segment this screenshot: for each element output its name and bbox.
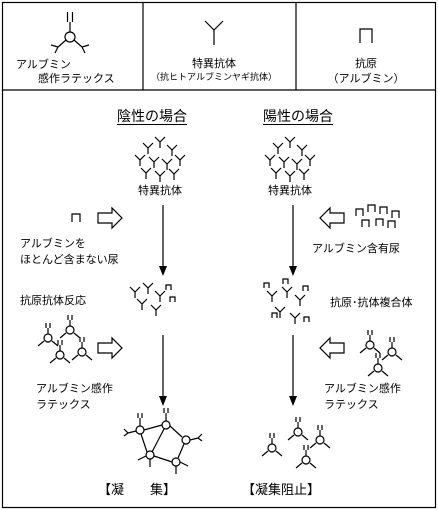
positive-antibody-label: 特異抗体: [268, 184, 312, 197]
positive-complex-label: 抗原･抗体複合体: [330, 296, 413, 309]
positive-result-label: 【凝集阻止】: [242, 483, 321, 498]
agglutination-cluster: [123, 408, 203, 474]
negative-reaction-label: 抗原抗体反応: [20, 294, 86, 307]
negative-heading: 陰性の場合: [117, 109, 187, 125]
positive-latex-beads: [359, 330, 403, 377]
negative-latex-label-2: ラテックス: [36, 398, 91, 411]
negative-antibody-label: 特異抗体: [138, 184, 182, 197]
negative-latex-arrow: [97, 336, 123, 360]
negative-latex-beads: [37, 315, 93, 364]
latex-label-line-2: 感作ラテックス: [38, 72, 115, 85]
positive-arrowhead-2: [289, 396, 297, 406]
inhibition-beads: [261, 417, 331, 469]
negative-urine-label-1: アルブミンを: [20, 237, 86, 250]
positive-antibody-cluster: [264, 136, 316, 182]
latex-label-line-1: アルブミン: [16, 58, 71, 71]
antibody-legend-label: 特異抗体: [192, 57, 236, 70]
positive-urine-label: アルブミン含有尿: [312, 242, 400, 255]
positive-latex-label-1: アルブミン感作: [324, 382, 401, 395]
antigen-legend-icon: [359, 28, 373, 43]
positive-urine-arrow: [319, 206, 345, 230]
antigen-legend-label: 抗原: [355, 57, 377, 70]
positive-latex-arrow: [319, 336, 345, 360]
positive-urine-antigens: [355, 204, 400, 228]
negative-reaction-antibodies: [129, 282, 176, 316]
negative-arrowhead-2: [159, 396, 167, 406]
negative-antibody-cluster: [134, 136, 186, 182]
positive-heading: 陽性の場合: [263, 109, 333, 125]
negative-urine-arrow: [97, 206, 123, 230]
negative-latex-label-1: アルブミン感作: [36, 382, 113, 395]
antigen-legend-note: （アルブミン）: [327, 72, 405, 85]
negative-urine-label-2: ほとんど含まない尿: [20, 253, 119, 266]
latex-legend-icon: [50, 12, 90, 54]
positive-complex-cluster: [263, 278, 310, 324]
antibody-legend-note: （抗ヒトアルブミンヤギ抗体）: [151, 73, 277, 83]
negative-result-label: 【凝 集】: [98, 483, 177, 498]
negative-antigen-icon: [71, 213, 81, 222]
positive-arrowhead-1: [289, 266, 297, 276]
negative-arrowhead-1: [159, 266, 167, 276]
positive-latex-label-2: ラテックス: [324, 398, 379, 411]
antibody-legend-icon: [204, 20, 224, 45]
